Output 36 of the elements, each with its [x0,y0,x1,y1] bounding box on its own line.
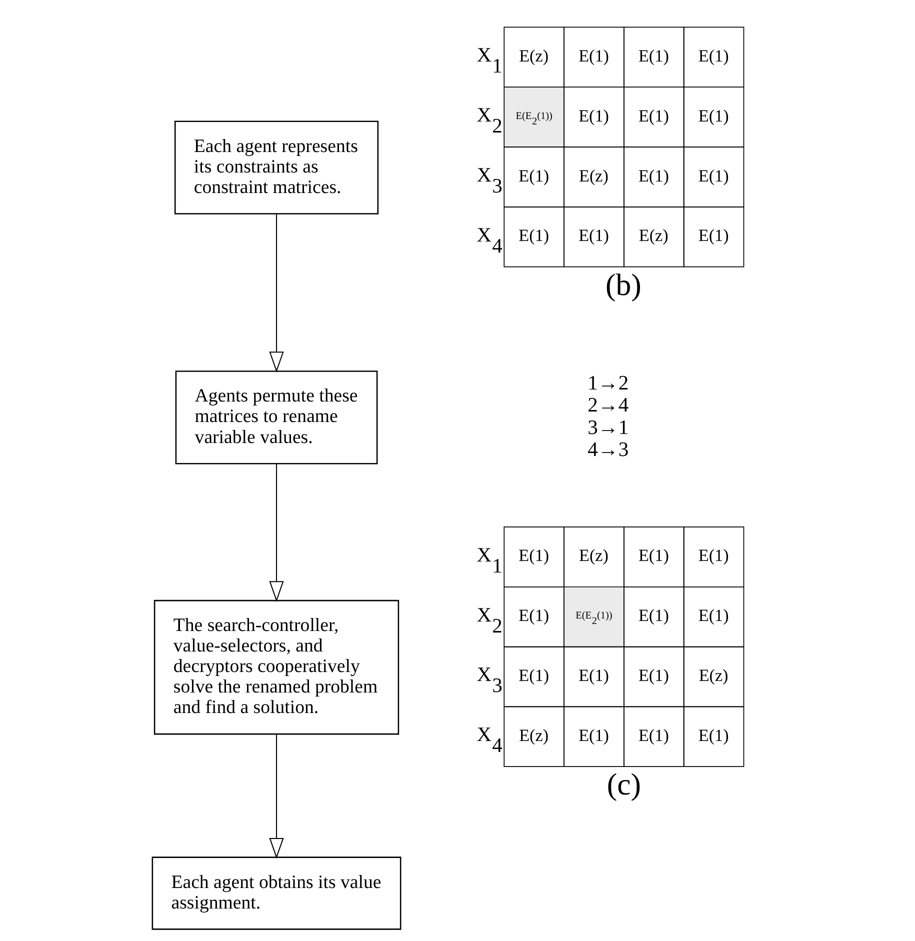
label: (b) [606,268,642,302]
label: E(1) [698,46,729,66]
label: E(1) [638,546,669,566]
label: E(1) [578,46,609,66]
label: E(1) [518,166,550,186]
label: 1→2 [588,372,629,394]
label: E(1) [638,606,669,626]
label: E(1) [698,106,729,126]
label: E(1) [578,226,609,246]
label: E(z) [638,226,668,246]
label: E(1) [698,166,729,186]
label: E(1) [518,666,550,686]
label: E(1) [698,226,729,246]
label: E(1) [638,666,669,686]
label: 2→4 [588,394,629,417]
label: E(1) [518,546,550,566]
label: E(z) [519,726,549,745]
label: E(1) [518,606,550,626]
label: E(1) [578,106,609,126]
label: E(1) [698,726,729,745]
label: E(1) [578,726,609,745]
label: E(1) [638,166,669,186]
label: E(1) [638,106,669,126]
label: E(z) [698,666,728,686]
label: E(1) [638,726,669,745]
label: E(1) [698,546,729,566]
label: E(z) [519,46,549,66]
label: E(z) [579,546,608,566]
label: E(1) [698,606,729,626]
label: 3→1 [588,416,629,439]
label: 4→3 [588,439,629,462]
label: E(1) [638,46,669,66]
label: (c) [606,768,642,802]
label: E(z) [579,166,608,186]
label: E(1) [518,226,550,246]
label: E(1) [578,666,609,686]
